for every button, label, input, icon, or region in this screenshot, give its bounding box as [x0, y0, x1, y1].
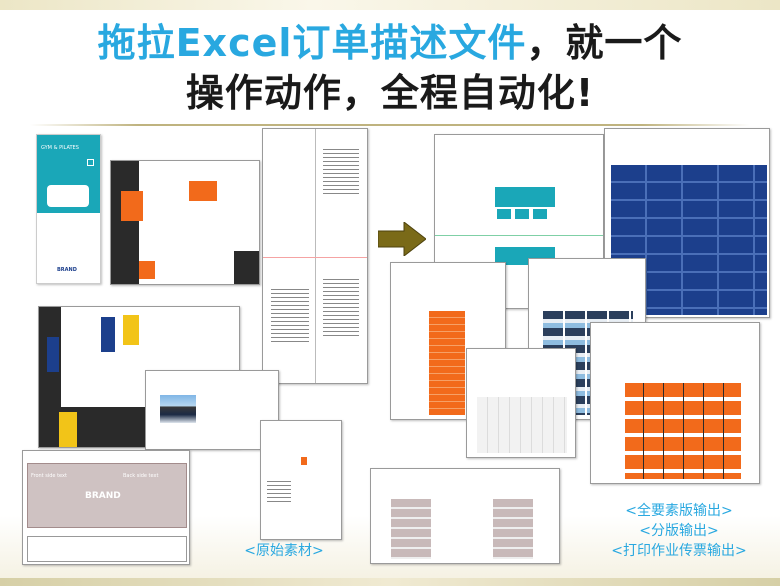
front-side-text: Front side text: [31, 473, 67, 479]
slide-title: 拖拉Excel订单描述文件，就一个 操作动作，全程自动化!: [0, 18, 780, 118]
source-penguin-photo-sheet: [145, 370, 279, 450]
title-divider: [30, 124, 750, 126]
output-navy-grid: [604, 128, 770, 318]
source-artwork-sheet-1: [110, 160, 260, 285]
title-line-2: 操作动作，全程自动化!: [185, 71, 595, 115]
gym-card-label: GYM & PILATES: [41, 145, 79, 151]
output-print-ticket: [370, 468, 560, 564]
output-caption-full: <全要素版输出>: [625, 503, 733, 519]
output-orange-grid: [590, 322, 760, 484]
source-brand-card-layout: Front side text Back side text BRAND: [22, 450, 190, 565]
process-arrow-icon: [378, 222, 426, 256]
source-instruction-doc: [262, 128, 368, 384]
bottom-decor-band: [0, 578, 780, 586]
title-line-1-rest: ，就一个: [526, 21, 683, 65]
output-separation-plate: [466, 348, 576, 458]
brand-big-text: BRAND: [85, 491, 121, 501]
title-highlight: 拖拉Excel订单描述文件: [97, 21, 527, 65]
top-decor-band: [0, 0, 780, 10]
penguin-photo: [160, 395, 196, 423]
title-line-1: 拖拉Excel订单描述文件，就一个: [0, 18, 780, 68]
source-caption: <原始素材>: [244, 543, 324, 559]
source-receipt-sheet: [260, 420, 342, 540]
gym-card-brand: BRAND: [57, 267, 77, 273]
output-caption-separation: <分版输出>: [639, 523, 719, 539]
output-caption-ticket: <打印作业传票输出>: [611, 543, 747, 559]
source-gym-card: GYM & PILATES BRAND: [36, 134, 101, 284]
back-side-text: Back side text: [123, 473, 159, 479]
